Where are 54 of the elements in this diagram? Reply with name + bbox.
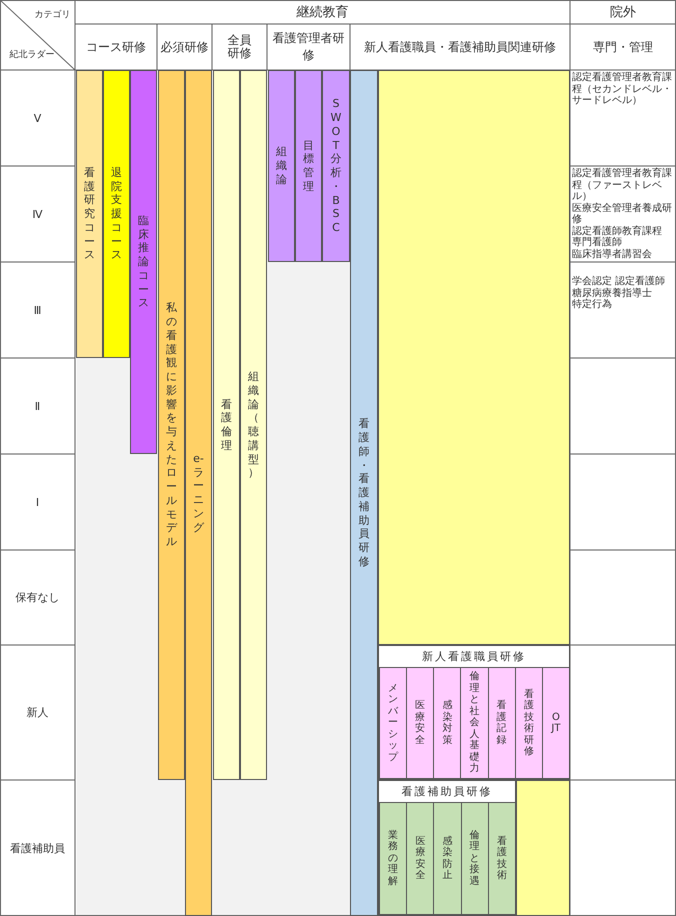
category-header: 紀北ラダー (10, 48, 54, 60)
course-bar: SWOT分析・BSC (322, 70, 350, 262)
level-label: Ⅲ (34, 304, 42, 316)
course-bar: 看護技術研修 (514, 667, 543, 779)
level-label: Ⅴ (34, 112, 42, 124)
course-bar: 組織論 (268, 70, 295, 262)
course-bar: 看護倫理 (213, 70, 240, 780)
course-bar: 医療安全 (406, 667, 434, 779)
level-label: 新人 (26, 705, 48, 720)
course-name: 専門看護師 (572, 237, 622, 248)
column-header: 全員研修 (226, 34, 252, 60)
course-bar: 目標管理 (295, 70, 322, 262)
course-name: 認定看護管理者教育課程（ファーストレベル） (572, 168, 673, 202)
level-label: Ⅱ (34, 400, 40, 412)
column-header: コース研修 (86, 38, 146, 56)
course-bar: メンバーシップ (379, 667, 408, 779)
course-bar: 看護技術 (488, 802, 516, 915)
column-header: 新人看護職員・看護補助員関連研修 (364, 38, 556, 56)
column-header: 継続教育 (296, 4, 348, 21)
course-name: 特定行為 (572, 299, 612, 310)
training-group-panel (378, 645, 570, 780)
category-header: カテゴリ (34, 8, 70, 20)
course-bar: 看護師・看護補助員研修 (350, 70, 378, 916)
level-label: 看護補助員 (10, 840, 65, 856)
course-bar: 退院支援コース (103, 70, 130, 358)
course-bar: 看護研究コース (76, 70, 103, 358)
course-bar: 私の看護観に影響を与えたロールモデル (158, 70, 185, 780)
course-bar: 臨床推論コース (130, 70, 157, 454)
level-label: 保有なし (16, 590, 60, 605)
column-header: 看護管理者研修 (272, 30, 346, 64)
course-bar: e-ラーニング (185, 70, 212, 916)
column-header: 専門・管理 (593, 38, 653, 56)
level-label: Ⅰ (36, 496, 40, 508)
course-bar: 医療安全 (406, 802, 434, 915)
course-bar: 倫理と接遇 (460, 802, 489, 915)
level-label: Ⅳ (32, 208, 43, 220)
course-bar: 倫理と社会人基礎力 (460, 667, 489, 779)
course-bar: 感染対策 (433, 667, 462, 779)
course-name: 臨床指導者講習会 (572, 248, 652, 260)
course-name: 認定看護師教育課程 (572, 226, 662, 236)
course-bar: 感染防止 (433, 802, 462, 915)
course-name: 学会認定 認定看護師 (572, 276, 666, 288)
column-header: 院外 (610, 4, 636, 21)
column-header: 必須研修 (160, 38, 208, 56)
blank-panel (378, 70, 570, 645)
course-name: 医療安全管理者養成研修 (572, 202, 673, 226)
course-bar: 組織論（聴講型） (240, 70, 267, 780)
course-bar: 業務の理解 (379, 802, 408, 915)
course-name: 認定看護管理者教育課程（セカンドレベル・サードレベル） (572, 72, 673, 106)
training-group-panel (378, 780, 516, 916)
course-bar: 看護記録 (488, 667, 516, 779)
blank-panel (516, 780, 570, 916)
course-name: 糖尿病療養指導士 (572, 288, 652, 298)
course-bar: OJT (542, 667, 570, 779)
